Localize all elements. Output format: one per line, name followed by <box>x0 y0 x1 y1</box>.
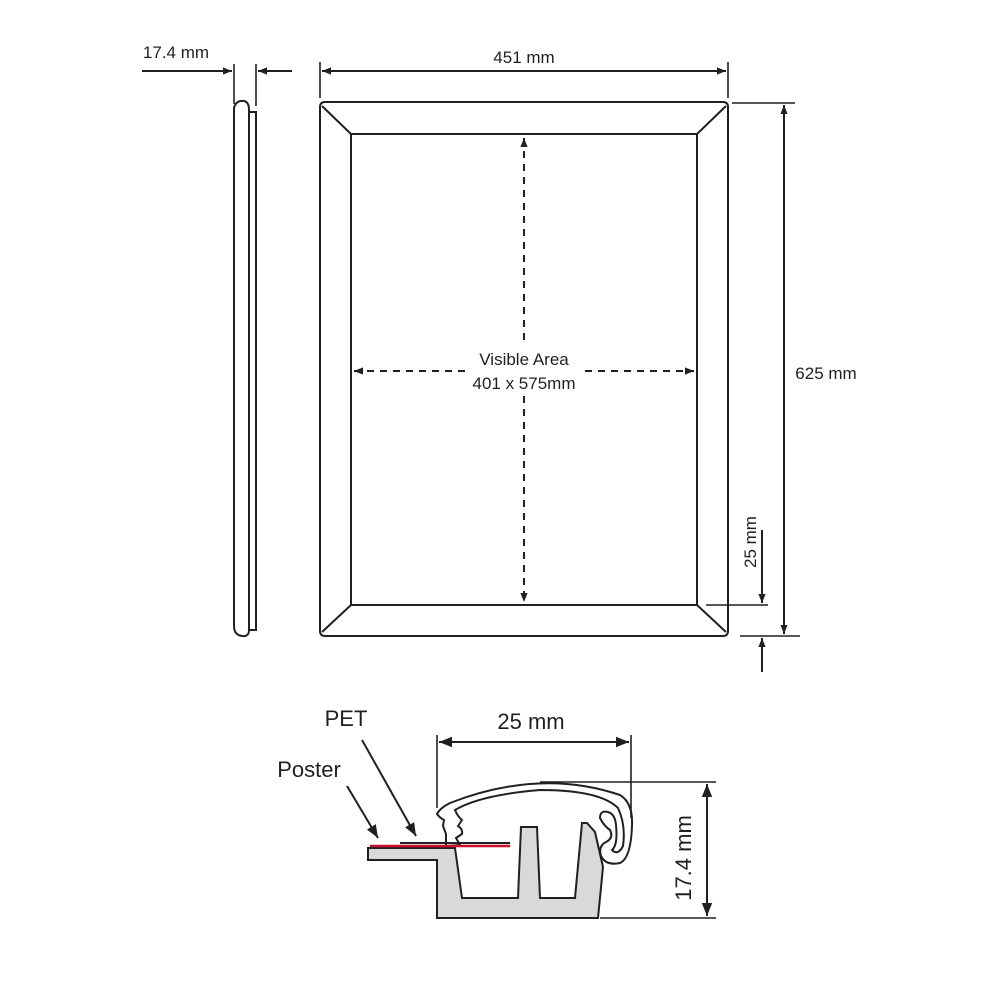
miter-line <box>321 105 352 135</box>
poster-label: Poster <box>277 757 341 782</box>
section-width-label: 25 mm <box>497 709 564 734</box>
cross-section: PET Poster 25 mm 17.4 mm <box>277 706 716 919</box>
poster-arrow <box>346 785 379 839</box>
height-label: 625 mm <box>795 364 856 383</box>
pet-label: PET <box>325 706 368 731</box>
section-height-label: 17.4 mm <box>671 815 696 901</box>
frame-outer <box>319 101 729 637</box>
miter-line <box>696 604 727 633</box>
profile-width-label: 25 mm <box>741 516 760 568</box>
front-view: 451 mm 625 mm 25 mm Visible Area 401 x 5… <box>319 48 857 672</box>
frame-inner <box>350 133 698 606</box>
miter-line <box>696 105 727 135</box>
side-depth-label: 17.4 mm <box>143 43 209 62</box>
width-label: 451 mm <box>493 48 554 67</box>
side-profile-outer <box>233 99 250 638</box>
side-profile-back <box>249 111 257 631</box>
visible-area-size: 401 x 575mm <box>473 374 576 393</box>
visible-area-title: Visible Area <box>479 350 569 369</box>
miter-line <box>321 604 352 633</box>
base-profile <box>367 822 605 919</box>
pet-arrow <box>361 739 417 837</box>
side-view: 17.4 mm <box>142 43 292 638</box>
